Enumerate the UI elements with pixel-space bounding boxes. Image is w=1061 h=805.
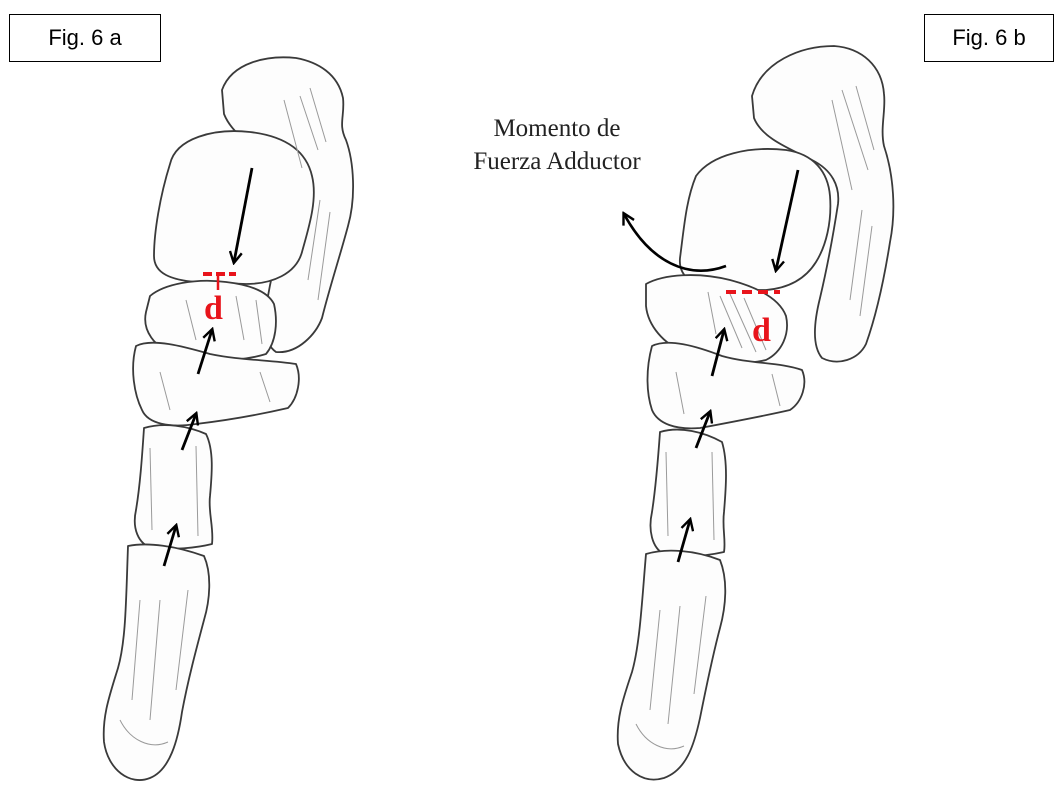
distance-label-a: d	[204, 292, 223, 326]
figure-b-label: Fig. 6 b	[924, 14, 1054, 62]
annotation-line-1: Momento de	[442, 112, 672, 145]
moment-annotation: Momento de Fuerza Adductor	[442, 112, 672, 178]
distance-label-b: d	[752, 314, 771, 348]
figure-a-label: Fig. 6 a	[9, 14, 161, 62]
annotation-line-2: Fuerza Adductor	[442, 145, 672, 178]
